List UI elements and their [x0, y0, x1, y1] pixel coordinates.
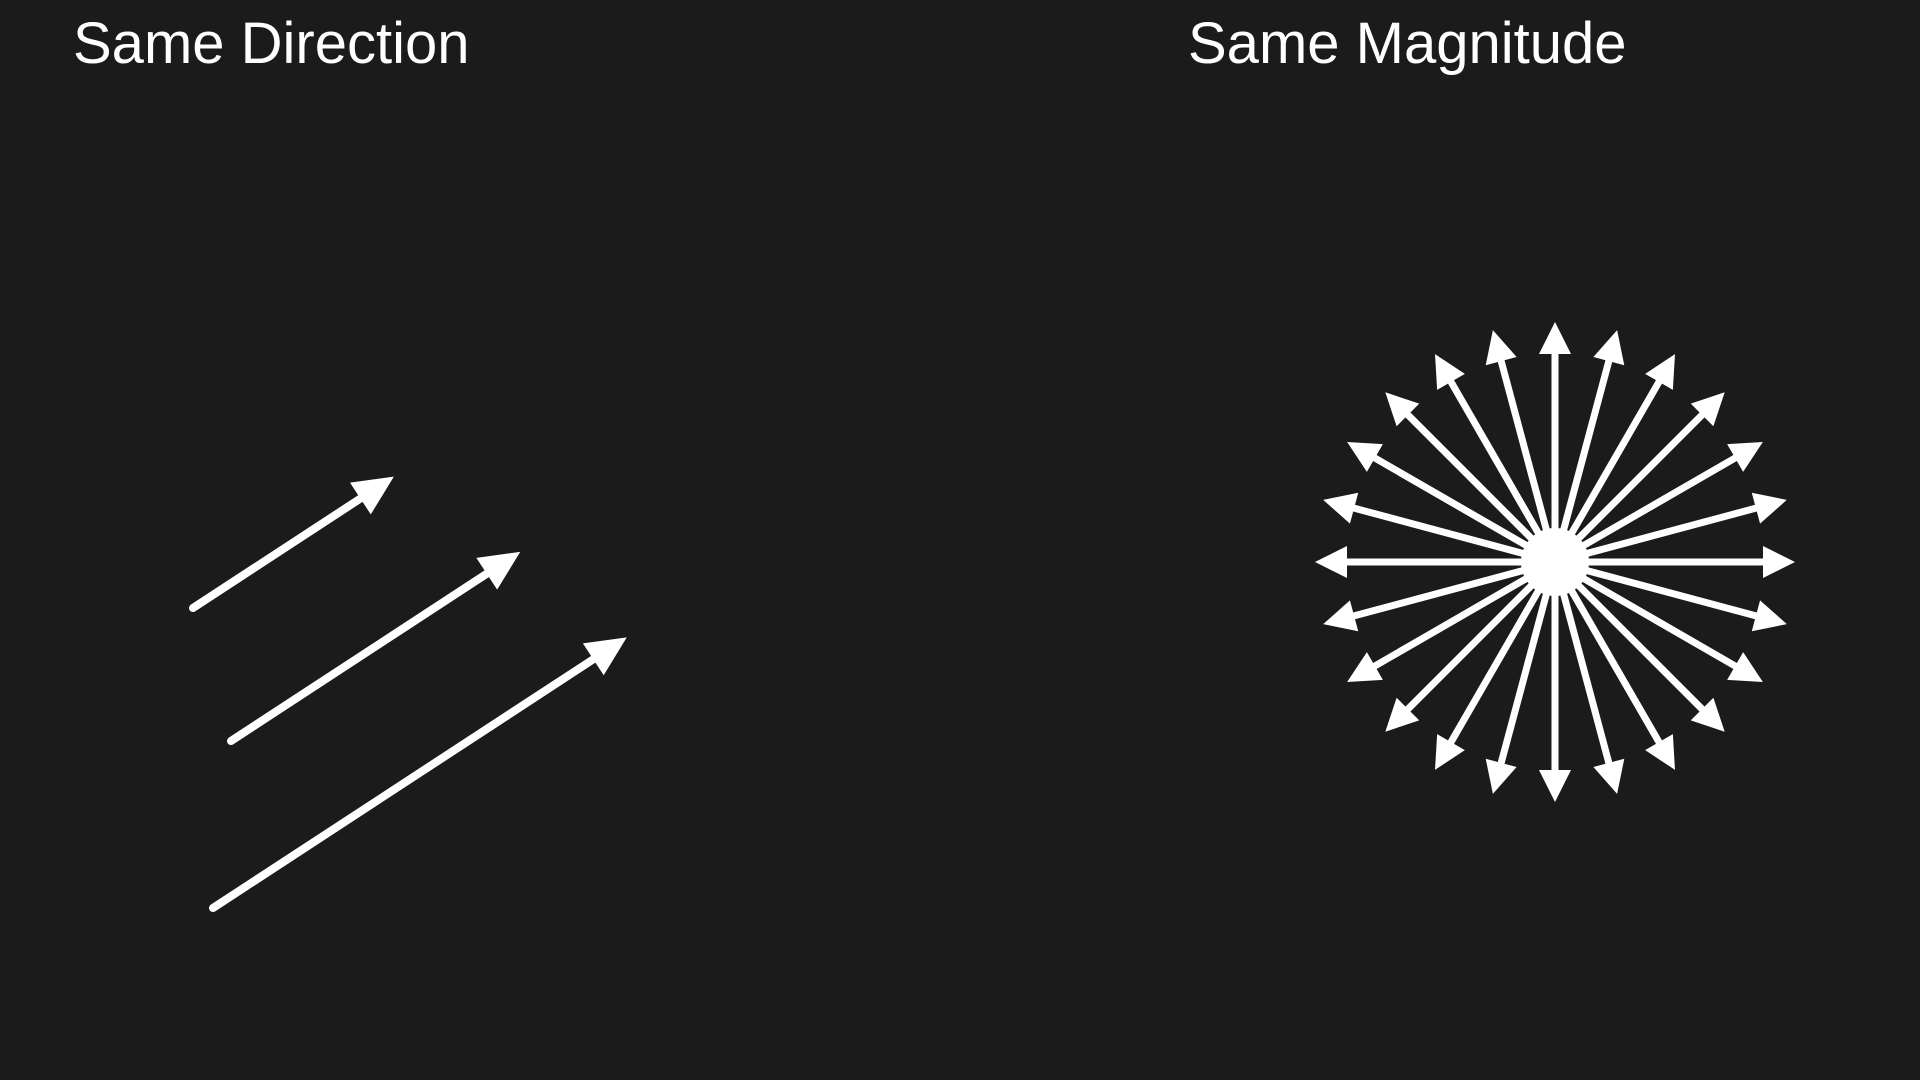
arrow-shaft	[1404, 559, 1558, 713]
radial-arrow-21	[1347, 442, 1557, 566]
arrow-shaft	[1497, 561, 1559, 766]
arrow-head	[1539, 322, 1571, 354]
radial-arrow-3	[1551, 354, 1675, 564]
arrow-shaft	[1553, 558, 1739, 671]
radial-arrow-16	[1385, 559, 1558, 732]
arrow-head	[1727, 442, 1763, 472]
arrow-head	[1347, 442, 1383, 472]
arrow-shaft	[1404, 411, 1558, 565]
radial-arrow-10	[1552, 559, 1725, 732]
arrow-head	[1323, 600, 1359, 632]
arrow-head	[1323, 492, 1359, 524]
arrow-head	[1593, 330, 1625, 366]
arrow-shaft	[1446, 560, 1559, 746]
arrow-shaft	[1371, 453, 1557, 566]
same-direction-title: Same Direction	[73, 11, 470, 76]
radial-arrow-22	[1385, 392, 1558, 565]
parallel-arrow-1	[189, 476, 394, 612]
arrow-shaft	[1351, 558, 1556, 620]
arrow-head	[1485, 758, 1517, 794]
arrow-head	[1690, 697, 1725, 732]
arrow-head	[1435, 354, 1465, 390]
parallel-arrow-3	[209, 637, 627, 912]
radial-arrow-4	[1552, 392, 1725, 565]
arrow-head	[1485, 330, 1517, 366]
radial-arrow-12	[1551, 561, 1625, 794]
radial-arrow-13	[1539, 562, 1571, 802]
radial-arrow-2	[1551, 330, 1625, 563]
same-direction-panel	[189, 476, 627, 912]
arrow-head	[1763, 546, 1795, 578]
arrow-shaft	[1551, 378, 1664, 564]
arrow-shaft	[189, 493, 367, 612]
radial-arrow-17	[1347, 558, 1557, 682]
radial-arrow-5	[1553, 442, 1763, 566]
arrow-shaft	[1554, 558, 1759, 620]
same-magnitude-title: Same Magnitude	[1188, 11, 1627, 76]
radial-arrow-7	[1555, 546, 1795, 578]
radial-arrow-11	[1551, 560, 1675, 770]
arrow-shaft	[1552, 559, 1706, 713]
arrow-shaft	[1551, 561, 1613, 766]
radial-arrow-19	[1315, 546, 1555, 578]
arrow-head	[1315, 546, 1347, 578]
arrow-head	[1593, 758, 1625, 794]
arrow-head	[1751, 492, 1787, 524]
arrow-head	[582, 637, 627, 676]
arrow-shaft	[1371, 558, 1557, 671]
arrow-head	[1385, 392, 1420, 427]
arrow-shaft	[1552, 411, 1706, 565]
radial-arrow-14	[1485, 561, 1559, 794]
arrow-head	[1751, 600, 1787, 632]
radial-arrow-9	[1553, 558, 1763, 682]
arrow-shaft	[1446, 378, 1559, 564]
arrow-shaft	[1351, 504, 1556, 566]
radial-arrow-18	[1323, 558, 1556, 632]
arrow-shaft	[227, 568, 493, 745]
arrow-head	[1727, 652, 1763, 682]
arrow-head	[1645, 734, 1675, 770]
arrow-shaft	[1551, 560, 1664, 746]
arrow-head	[476, 551, 521, 590]
arrow-shaft	[1554, 504, 1759, 566]
same-magnitude-panel	[1315, 322, 1795, 802]
arrow-head	[1435, 734, 1465, 770]
parallel-arrow-2	[227, 551, 521, 745]
radial-arrow-8	[1554, 558, 1787, 632]
arrow-head	[1347, 652, 1383, 682]
arrow-head	[1385, 697, 1420, 732]
radial-arrow-1	[1539, 322, 1571, 562]
radial-arrow-6	[1554, 492, 1787, 566]
arrow-head	[349, 476, 394, 515]
arrow-head	[1690, 392, 1725, 427]
arrow-shaft	[1551, 358, 1613, 563]
arrow-shaft	[209, 654, 599, 912]
radial-arrow-24	[1485, 330, 1559, 563]
arrow-shaft	[1553, 453, 1739, 566]
radial-arrow-23	[1435, 354, 1559, 564]
arrow-head	[1539, 770, 1571, 802]
radial-arrow-20	[1323, 492, 1556, 566]
arrow-head	[1645, 354, 1675, 390]
radial-arrow-15	[1435, 560, 1559, 770]
arrow-shaft	[1497, 358, 1559, 563]
